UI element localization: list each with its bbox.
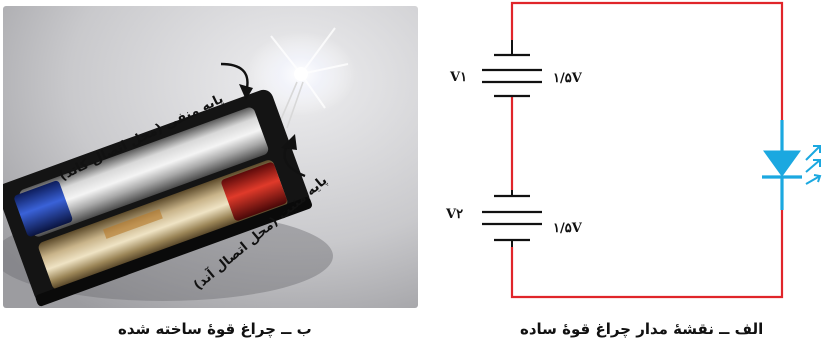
circuit-diagram: V۱ ۱/۵V V۲ ۱/۵V — [445, 1, 822, 299]
led-symbol — [762, 120, 802, 210]
caption-left: ب ــ چراغ قوهٔ ساخته شده — [118, 320, 312, 338]
flashlight-photo: پایه منفی (محل اتصال کاتد) پایه مثبت (مح… — [3, 6, 418, 308]
circuit-wire — [510, 1, 784, 299]
light-emission-icon — [805, 145, 822, 185]
battery-v2-symbol — [482, 190, 542, 247]
battery-silver — [14, 107, 269, 237]
battery-v2-label: V۲ — [445, 207, 463, 222]
arrow-positive-icon — [281, 134, 306, 178]
battery-v1-voltage: ۱/۵V — [553, 71, 583, 86]
arrow-negative-icon — [220, 62, 253, 100]
battery-gold — [38, 160, 288, 290]
battery-v1-symbol — [482, 40, 542, 98]
caption-right: الف ــ نقشهٔ مدار چراغ قوهٔ ساده — [520, 320, 764, 338]
battery-v2-voltage: ۱/۵V — [553, 221, 583, 236]
led-glow — [246, 27, 356, 129]
battery-v1-label: V۱ — [449, 70, 467, 85]
